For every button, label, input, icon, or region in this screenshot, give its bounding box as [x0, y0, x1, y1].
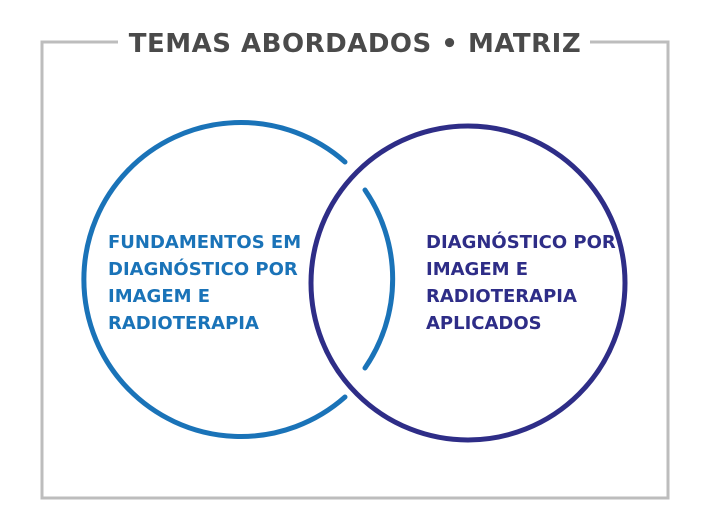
right-label-line: DIAGNÓSTICO POR: [426, 231, 616, 253]
diagram-title: TEMAS ABORDADOS • MATRIZ: [129, 29, 581, 59]
left-set-label: FUNDAMENTOS EM DIAGNÓSTICO POR IMAGEM E …: [108, 232, 301, 334]
left-label-line: RADIOTERAPIA: [108, 313, 259, 334]
right-label-line: RADIOTERAPIA: [426, 286, 577, 307]
left-circle-arc-outer: [81, 120, 348, 439]
right-circle: [308, 123, 628, 443]
left-label-line: IMAGEM E: [108, 286, 210, 307]
left-circle-arc-inner: [362, 187, 396, 371]
right-set-label: DIAGNÓSTICO POR IMAGEM E RADIOTERAPIA AP…: [426, 231, 616, 334]
right-label-line: IMAGEM E: [426, 259, 528, 280]
left-label-line: DIAGNÓSTICO POR: [108, 258, 298, 280]
frame-border: [40, 40, 670, 500]
left-label-line: FUNDAMENTOS EM: [108, 232, 301, 253]
right-label-line: APLICADOS: [426, 313, 542, 334]
